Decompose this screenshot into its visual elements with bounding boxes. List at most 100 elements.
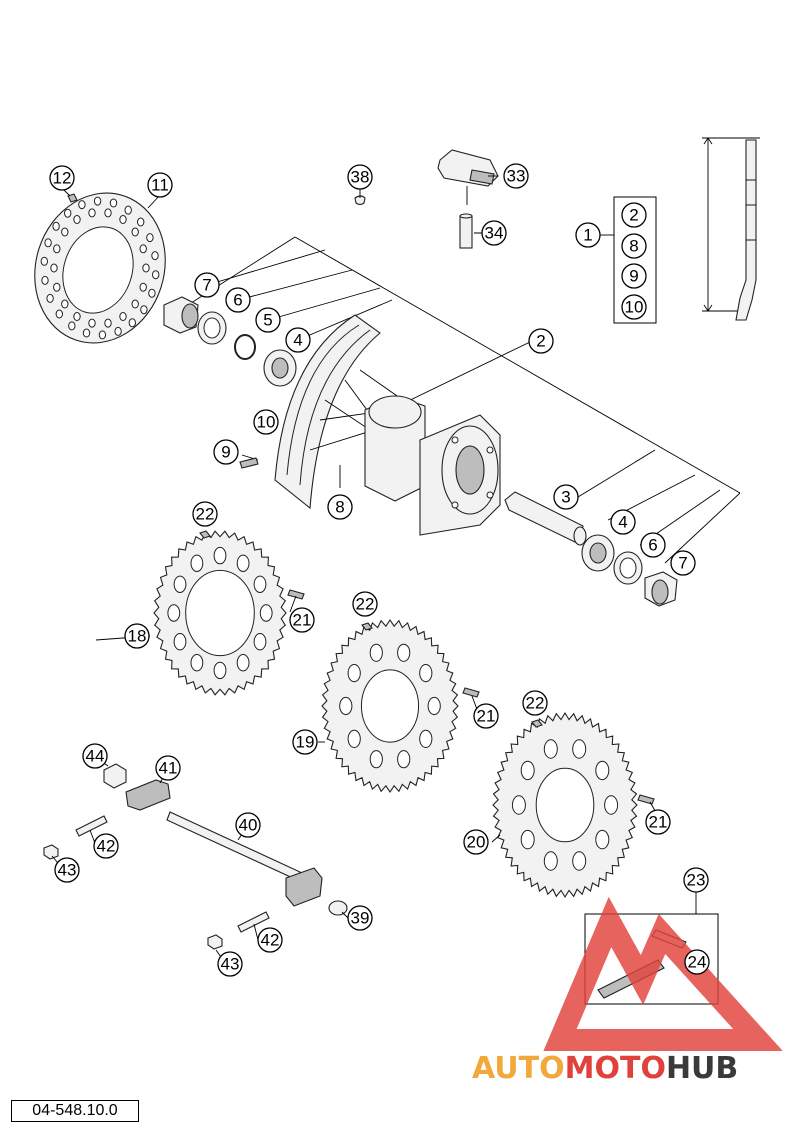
left-seal: [197, 311, 227, 345]
svg-text:39: 39: [351, 909, 370, 928]
callout-1: 1: [575, 222, 601, 248]
wheel-axle: [166, 811, 323, 907]
callout-20: 20: [463, 829, 489, 855]
callout-42b: 42: [257, 927, 283, 953]
disc-hole: [148, 288, 156, 298]
sprocket-window: [167, 604, 181, 622]
callout-43a: 43: [54, 857, 80, 883]
callout-44: 44: [82, 743, 108, 769]
svg-text:43: 43: [221, 955, 240, 974]
disc-hole: [46, 293, 54, 303]
svg-text:18: 18: [128, 627, 147, 646]
callout-5: 5: [255, 307, 281, 333]
chain-adjuster-left: [125, 779, 171, 811]
svg-text:41: 41: [159, 759, 178, 778]
disc-hole: [61, 299, 69, 309]
callout-23: 23: [683, 867, 709, 893]
disc-hole: [131, 299, 139, 309]
disc-hole: [139, 244, 147, 254]
svg-text:21: 21: [293, 611, 312, 630]
sprocket-window: [543, 739, 558, 759]
disc-hole: [52, 221, 60, 231]
svg-text:8: 8: [335, 498, 344, 517]
callout-22b: 22: [352, 591, 378, 617]
callout-box-2: 2: [621, 202, 647, 228]
callout-markers: 12 11 38 33 34 1 2 8 9 10 7 6 5 4 2 10 9…: [49, 163, 710, 977]
watermark-part-1: AUTO: [472, 1051, 565, 1086]
disc-hole: [82, 328, 91, 338]
sprocket-window: [339, 696, 353, 716]
disc-hole: [40, 256, 48, 266]
left-bearing: [263, 349, 297, 387]
callout-7b: 7: [670, 550, 696, 576]
threaded-spacer: [459, 213, 473, 249]
callout-9: 9: [213, 439, 239, 465]
chain-guide-block: [437, 149, 499, 205]
rim-segment: [274, 314, 381, 510]
disc-hole: [44, 238, 52, 248]
svg-text:2: 2: [629, 206, 638, 225]
sprocket-window: [520, 760, 535, 781]
sprocket-center-hole: [535, 767, 595, 843]
callout-19: 19: [292, 729, 318, 755]
callout-11: 11: [147, 172, 173, 198]
sprocket-window: [543, 851, 558, 871]
disc-hole: [73, 215, 81, 224]
disc-hole: [88, 318, 96, 328]
disc-hole: [146, 233, 154, 243]
svg-text:21: 21: [477, 707, 496, 726]
svg-text:44: 44: [86, 747, 105, 766]
disc-hole: [152, 270, 160, 280]
callout-24: 24: [684, 949, 710, 975]
watermark-part-2: MOTO: [565, 1051, 666, 1086]
disc-hole: [64, 208, 72, 218]
callout-4a: 4: [285, 327, 311, 353]
watermark-part-3: HUB: [666, 1051, 738, 1086]
sprocket-window: [511, 795, 526, 815]
svg-text:24: 24: [688, 953, 707, 972]
callout-43b: 43: [217, 951, 243, 977]
disc-hole: [137, 217, 145, 227]
svg-text:7: 7: [678, 554, 687, 573]
svg-text:38: 38: [351, 168, 370, 187]
sprocket-window: [369, 643, 383, 662]
svg-text:33: 33: [507, 167, 526, 186]
callout-39: 39: [347, 905, 373, 931]
callout-8: 8: [327, 494, 353, 520]
sprocket-window: [190, 654, 204, 672]
svg-text:9: 9: [629, 267, 638, 286]
callout-21b: 21: [473, 703, 499, 729]
right-bearing: [581, 534, 615, 572]
sprocket-window: [213, 661, 227, 680]
callout-6a: 6: [225, 287, 251, 313]
disc-bolt: [67, 193, 78, 203]
callout-18: 18: [124, 623, 150, 649]
sprocket-medium: [321, 619, 459, 793]
svg-text:3: 3: [561, 488, 570, 507]
svg-text:5: 5: [263, 311, 272, 330]
axle-washer: [328, 900, 348, 916]
document-code: 04-548.10.0: [11, 1100, 139, 1122]
callout-21a: 21: [289, 607, 315, 633]
disc-hole: [98, 330, 107, 340]
callout-4b: 4: [610, 509, 636, 535]
sprocket-window: [520, 829, 535, 850]
sprocket-window: [595, 760, 610, 781]
callout-42a: 42: [93, 833, 119, 859]
callout-22a: 22: [192, 501, 218, 527]
adjuster-spring: [75, 815, 270, 933]
callout-34: 34: [481, 220, 507, 246]
disc-hole: [114, 326, 122, 336]
sprocket-window: [595, 829, 610, 850]
callout-10: 10: [253, 409, 279, 435]
disc-hole: [93, 196, 102, 206]
svg-text:23: 23: [687, 871, 706, 890]
sprocket-large: [492, 711, 638, 899]
callout-21c: 21: [645, 809, 671, 835]
svg-text:7: 7: [202, 276, 211, 295]
svg-text:8: 8: [629, 237, 638, 256]
small-bushing: [354, 195, 366, 206]
callout-3: 3: [553, 484, 579, 510]
disc-hole: [151, 251, 159, 261]
callout-38: 38: [347, 164, 373, 190]
